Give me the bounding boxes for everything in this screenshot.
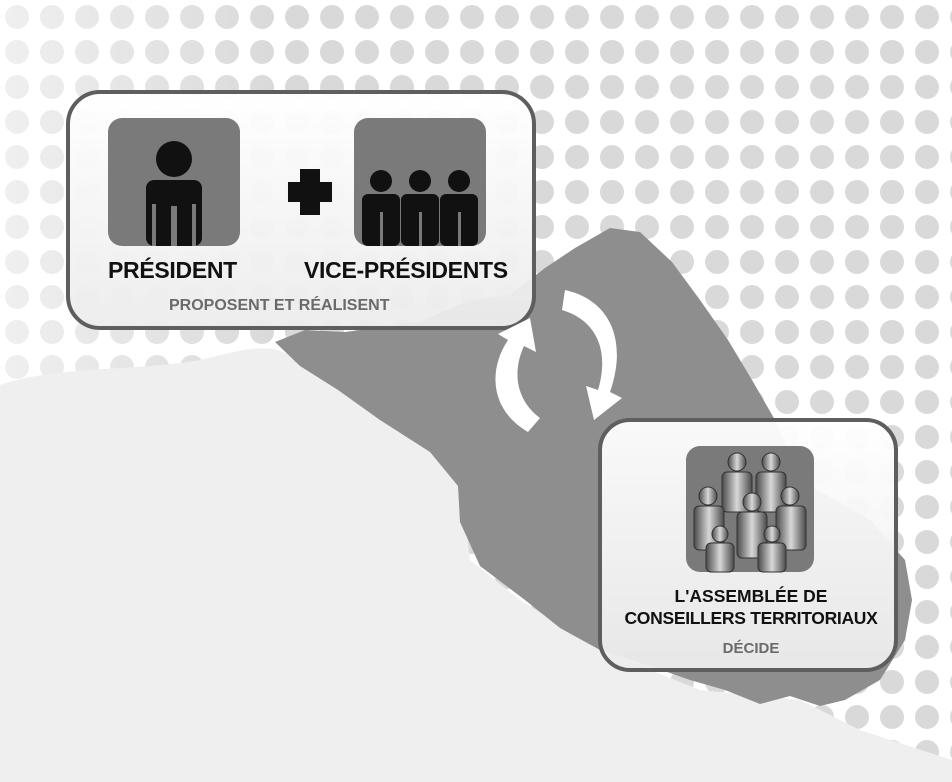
assembly-role-label: DÉCIDE: [722, 640, 780, 657]
president-label: PRÉSIDENT: [108, 257, 237, 283]
cycle-arrows-icon: [495, 290, 622, 432]
light-land-shape: [0, 348, 952, 782]
person-icon: [108, 118, 240, 246]
crowd-icon: [686, 446, 814, 573]
vice-presidents-label: VICE-PRÉSIDENTS: [304, 257, 508, 283]
group-icon: [354, 118, 486, 246]
executive-role-label: PROPOSENT ET RÉALISENT: [169, 297, 390, 314]
plus-icon: [288, 169, 332, 215]
assembly-title-line2: CONSEILLERS TERRITORIAUX: [624, 608, 878, 628]
assembly-title-line1: L'ASSEMBLÉE DE: [674, 586, 828, 606]
